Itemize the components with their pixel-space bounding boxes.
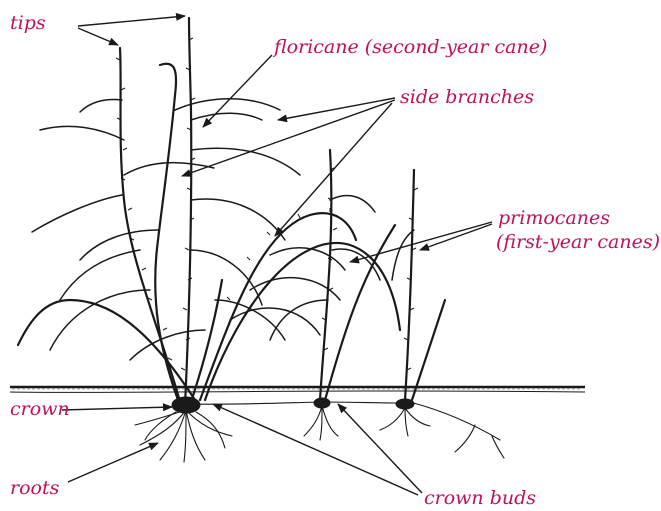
primocanes-arrow-1 xyxy=(350,222,492,262)
label-roots: roots xyxy=(10,477,59,499)
tips-arrow-1 xyxy=(78,16,185,26)
side-branches-arrow-1 xyxy=(278,98,395,120)
root-system xyxy=(135,397,504,462)
floricane xyxy=(120,18,222,405)
primocanes xyxy=(270,150,445,400)
floricane-arrow xyxy=(203,55,272,127)
label-crown-buds: crown buds xyxy=(424,487,536,509)
crown-buds-arrow-1 xyxy=(213,404,418,495)
label-primocanes: primocanes xyxy=(498,207,610,229)
roots-arrow xyxy=(68,443,158,482)
ground-line xyxy=(10,387,585,392)
label-tips: tips xyxy=(10,12,46,34)
primocanes-arrow-2 xyxy=(420,224,492,250)
label-floricane: floricane (second-year cane) xyxy=(274,36,547,58)
arching-canes xyxy=(18,213,400,400)
tips-arrow-2 xyxy=(78,28,118,45)
side-branches-arrow-2 xyxy=(182,100,395,176)
floricane-side-branches xyxy=(32,99,300,360)
label-side-branches: side branches xyxy=(400,86,534,108)
label-crown: crown xyxy=(10,398,70,420)
crown-arrow xyxy=(62,407,172,410)
crown-buds-arrow-2 xyxy=(338,404,422,493)
label-primocanes-sub: (first-year canes) xyxy=(496,231,660,253)
